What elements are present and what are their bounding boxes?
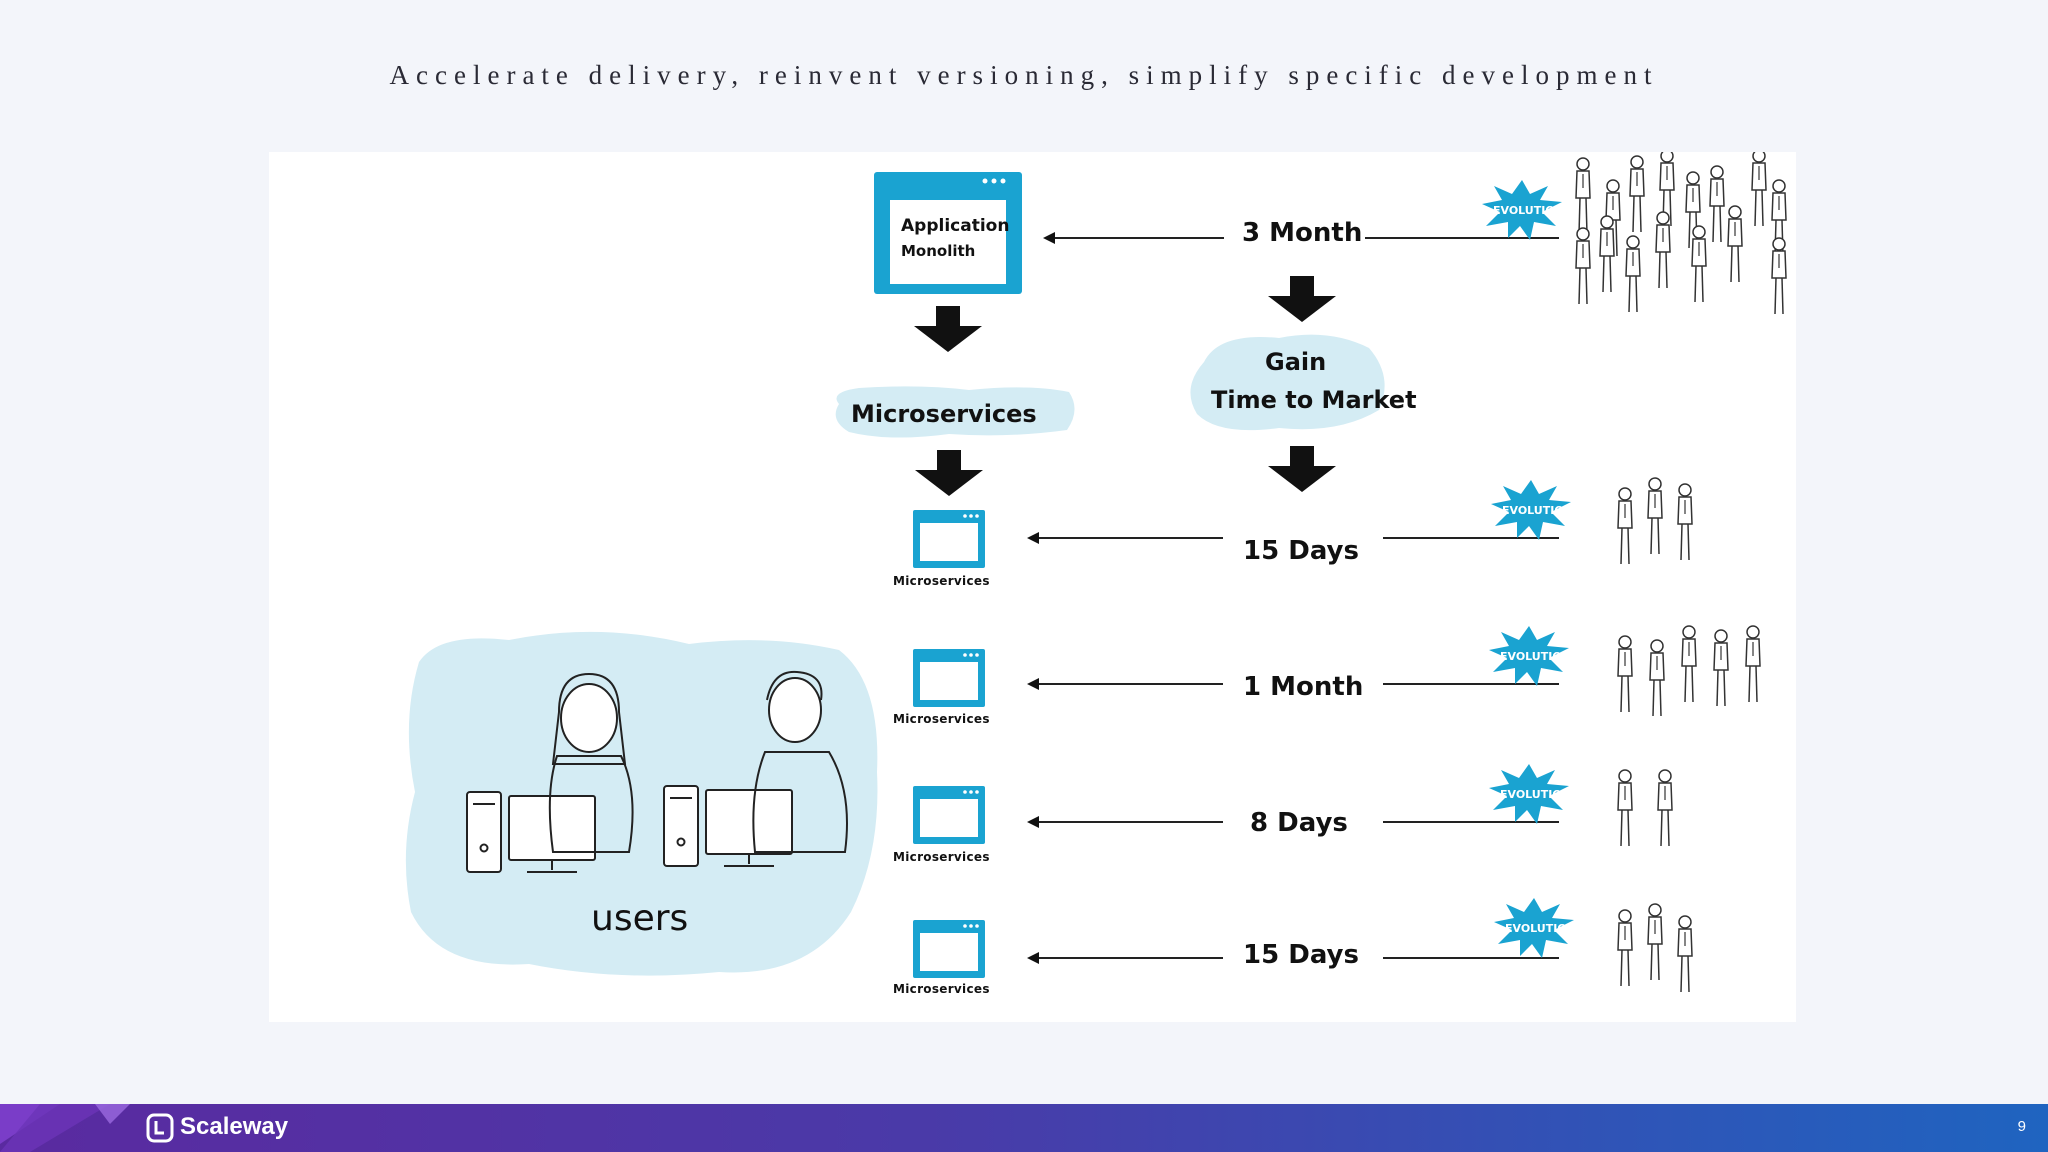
monolith-label-1: Application xyxy=(901,216,1010,236)
page-number: 9 xyxy=(2017,1118,2026,1135)
team-row-1 xyxy=(1617,477,1693,565)
monolith-label-2: Monolith xyxy=(901,242,976,260)
users-cloud xyxy=(405,631,878,976)
team-row-4 xyxy=(1617,903,1693,993)
evolution-label-4: EVOLUTION xyxy=(1500,788,1571,801)
footer-decoration xyxy=(0,1104,130,1152)
brand-name: Scaleway xyxy=(180,1113,289,1140)
diagram-art xyxy=(405,152,1787,993)
microservices-cloud-label: Microservices xyxy=(851,400,1037,428)
time-to-market-label: Time to Market xyxy=(1211,386,1417,414)
team-large xyxy=(1575,152,1787,315)
team-row-2 xyxy=(1617,625,1761,717)
evolution-label-3: EVOLUTION xyxy=(1500,650,1571,663)
timeline-row-2: 1 Month xyxy=(1243,672,1364,702)
users-label: users xyxy=(591,898,689,939)
slide-title: Accelerate delivery, reinvent versioning… xyxy=(389,60,1659,90)
evolution-label-5: EVOLUTION xyxy=(1505,922,1576,935)
users-illustration xyxy=(466,670,848,873)
footer-bar: Scaleway 9 xyxy=(0,1104,2048,1152)
ms-caption-3: Microservices xyxy=(893,850,990,864)
evolution-label-2: EVOLUTION xyxy=(1502,504,1573,517)
timeline-top: 3 Month xyxy=(1242,218,1363,248)
microservices-diagram: Application Monolith Microservices Gain … xyxy=(269,152,1796,1022)
team-row-3 xyxy=(1617,769,1673,847)
timeline-row-1: 15 Days xyxy=(1243,536,1359,566)
timeline-row-4: 15 Days xyxy=(1243,940,1359,970)
evolution-label-1: EVOLUTION xyxy=(1493,204,1564,217)
scaleway-logo-icon xyxy=(146,1113,174,1143)
timeline-row-3: 8 Days xyxy=(1250,808,1348,838)
ms-caption-1: Microservices xyxy=(893,574,990,588)
gain-label: Gain xyxy=(1265,348,1327,376)
ms-caption-2: Microservices xyxy=(893,712,990,726)
ms-caption-4: Microservices xyxy=(893,982,990,996)
